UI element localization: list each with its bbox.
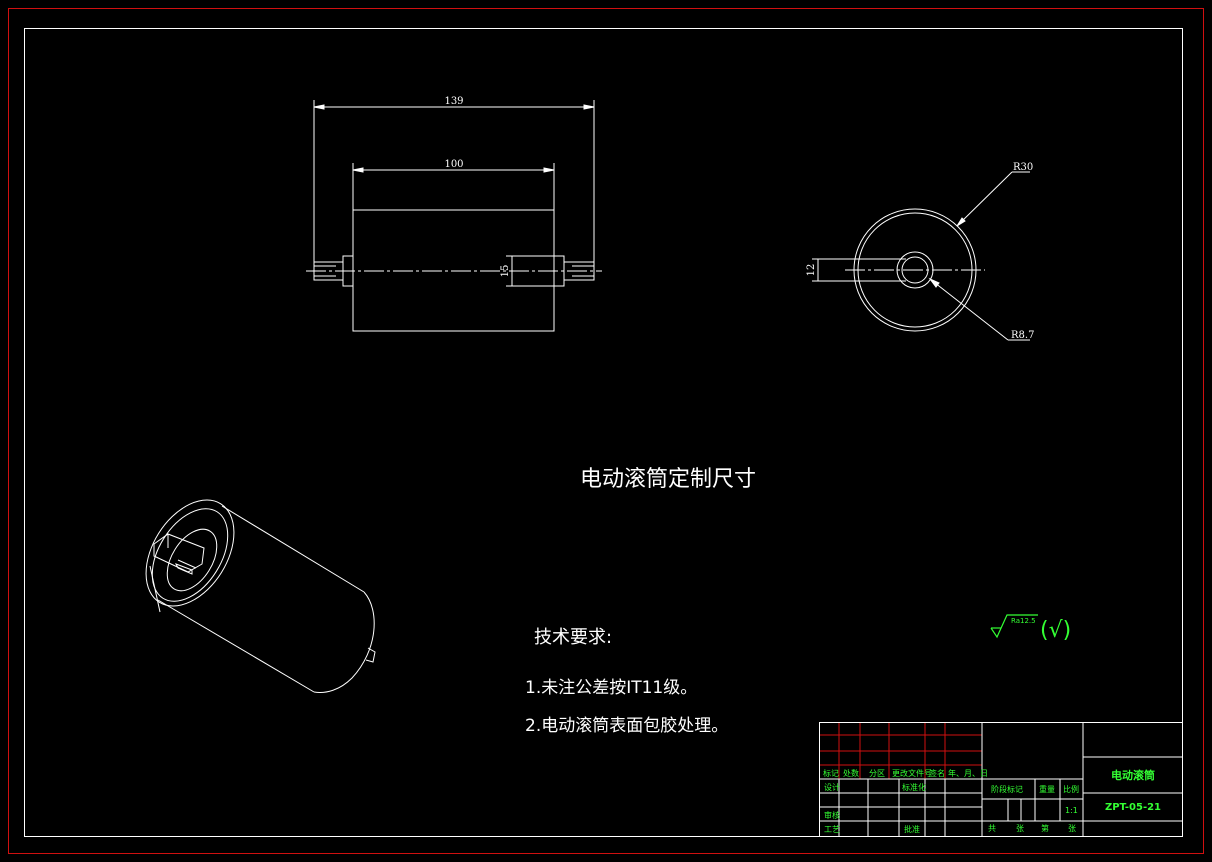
dim-139-arrow-left bbox=[313, 104, 325, 110]
roughness-check-icon bbox=[990, 614, 1038, 639]
dim-139-arrow-right bbox=[583, 104, 595, 110]
iso-shaft-flat bbox=[174, 563, 193, 575]
tb-part-name: 电动滚筒 bbox=[1111, 768, 1155, 782]
r30-leader bbox=[956, 171, 1013, 227]
dim-100-arrow-left bbox=[352, 167, 364, 173]
tb-hdr-mark: 标记 bbox=[823, 768, 839, 778]
dim-r30-label: R30 bbox=[1013, 162, 1033, 173]
title-block-frame bbox=[819, 722, 1183, 837]
tb-sheet-unit-a: 张 bbox=[1016, 824, 1024, 833]
right-shaft bbox=[554, 255, 595, 287]
tb-drawing-no: ZPT-05-21 bbox=[1105, 802, 1161, 813]
iso-back-rim-outer bbox=[145, 499, 235, 607]
tb-sheet-total: 共 bbox=[988, 824, 996, 833]
tb-scale: 1:1 bbox=[1065, 806, 1078, 815]
iso-shaft bbox=[153, 533, 205, 573]
dim-12-label: 12 bbox=[806, 264, 817, 277]
side-view bbox=[812, 171, 1030, 341]
iso-front-cap bbox=[313, 591, 375, 693]
drawing-title: 电动滚筒定制尺寸 bbox=[580, 467, 756, 492]
dim-100-label: 100 bbox=[444, 159, 463, 170]
tb-sheet-no: 第 bbox=[1041, 823, 1049, 833]
roughness-value: Ra12.5 bbox=[1011, 617, 1036, 625]
tb-standardize: 标准化 bbox=[902, 782, 926, 792]
tech-heading: 技术要求: bbox=[534, 627, 612, 648]
tech-item-1: 1.未注公差按IT11级。 bbox=[525, 678, 697, 698]
r30-arrow bbox=[956, 217, 966, 227]
dim-r87-label: R8.7 bbox=[1011, 330, 1034, 341]
dim-15-label: 15 bbox=[500, 265, 511, 278]
title-block-lines bbox=[820, 723, 1183, 836]
iso-body-bottom-line bbox=[157, 599, 315, 693]
tb-design: 设计 bbox=[824, 782, 840, 792]
iso-back-rim-inner bbox=[151, 508, 229, 602]
tb-hdr-zone: 分区 bbox=[869, 769, 885, 778]
tb-process: 工艺 bbox=[824, 825, 840, 834]
iso-back-recess bbox=[166, 528, 218, 592]
tb-hdr-count: 处数 bbox=[843, 768, 859, 778]
iso-body-top-line bbox=[221, 505, 365, 593]
isometric-view bbox=[145, 499, 376, 693]
tech-item-2: 2.电动滚筒表面包胶处理。 bbox=[525, 716, 728, 736]
iso-body-inner-line bbox=[149, 565, 161, 613]
outer-sheet-border bbox=[8, 8, 1204, 854]
r87-arrow bbox=[928, 277, 940, 288]
revision-grid bbox=[820, 723, 982, 779]
tb-hdr-sign: 签名 bbox=[929, 768, 945, 778]
dim-139-label: 139 bbox=[444, 96, 463, 107]
r87-leader bbox=[929, 278, 1009, 341]
tb-review: 审核 bbox=[824, 810, 840, 820]
roughness-check: (√) bbox=[1040, 618, 1071, 643]
dim-100-arrow-right bbox=[543, 167, 555, 173]
tb-sheet-unit-b: 张 bbox=[1068, 824, 1076, 833]
inner-drawing-frame bbox=[24, 28, 1183, 837]
tb-hdr-date: 年、月、日 bbox=[948, 768, 988, 778]
iso-shaft-key bbox=[177, 559, 197, 569]
iso-front-stub bbox=[365, 647, 376, 663]
tb-hdr-change: 更改文件号 bbox=[892, 768, 932, 778]
front-view bbox=[306, 100, 602, 332]
roughness-symbol bbox=[990, 614, 1038, 639]
tb-ratio: 比例 bbox=[1063, 784, 1079, 794]
tb-weight: 重量 bbox=[1039, 784, 1055, 794]
tb-approve: 批准 bbox=[904, 824, 920, 834]
tb-stage-mark: 阶段标记 bbox=[991, 784, 1023, 794]
title-block: 标记 处数 分区 更改文件号 签名 年、月、日 设计 标准化 审核 工艺 批准 … bbox=[819, 722, 1183, 837]
